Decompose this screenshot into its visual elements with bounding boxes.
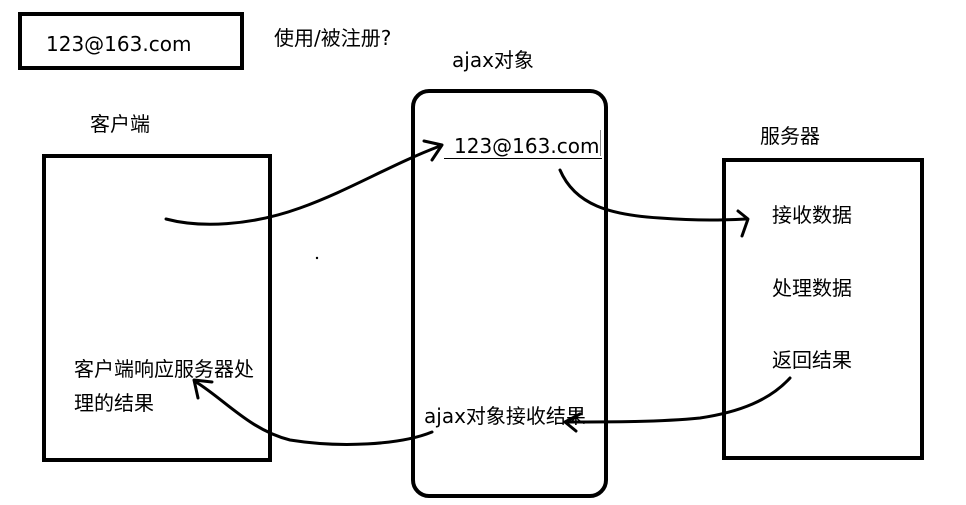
question-label: 使用/被注册? — [274, 26, 392, 50]
email-input-box: 123@163.com — [18, 12, 244, 70]
arrow-server-to-ajax — [563, 376, 792, 424]
server-label: 服务器 — [760, 124, 820, 148]
stray-dot — [315, 256, 319, 260]
arrowhead-ajax-to-server — [736, 209, 750, 238]
ajax-receive-label: ajax对象接收结果 — [424, 404, 586, 428]
client-response-text: 客户端响应服务器处理的结果 — [74, 357, 254, 415]
arrow-ajax-to-server — [558, 168, 748, 222]
server-step-return: 返回结果 — [772, 348, 852, 372]
server-step-process: 处理数据 — [772, 276, 852, 300]
server-box — [722, 158, 924, 460]
client-box: 客户端响应服务器处理的结果 — [42, 154, 272, 462]
arrow-client-to-ajax — [164, 144, 442, 226]
ajax-email-underline — [444, 158, 602, 159]
ajax-email-value: 123@163.com — [454, 134, 600, 158]
arrowhead-ajax-to-client — [192, 378, 214, 400]
ajax-object-box — [411, 89, 608, 498]
email-value: 123@163.com — [46, 32, 192, 56]
client-label: 客户端 — [90, 112, 150, 136]
arrowhead-server-to-ajax — [563, 412, 582, 433]
arrowhead-client-to-ajax — [422, 139, 444, 162]
ajax-object-title: ajax对象 — [452, 48, 534, 72]
server-step-receive: 接收数据 — [772, 203, 852, 227]
ajax-email-edge — [600, 130, 601, 156]
arrow-ajax-to-client — [194, 380, 434, 446]
